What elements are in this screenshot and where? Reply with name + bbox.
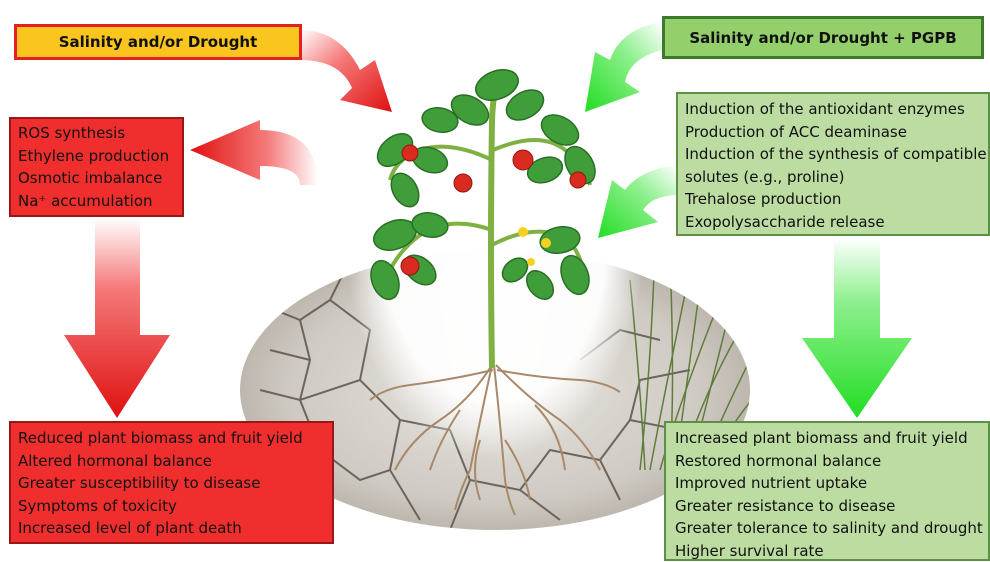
pgpb-mechanism-item: solutes (e.g., proline) — [685, 166, 981, 189]
pgpb-outcome-item: Higher survival rate — [675, 540, 979, 562]
pgpb-outcomes-box: Increased plant biomass and fruit yield … — [664, 421, 990, 561]
stress-effect-item: Osmotic imbalance — [18, 167, 175, 190]
stress-outcome-item: Increased level of plant death — [18, 517, 325, 540]
pgpb-arrow-to-plant — [585, 22, 662, 112]
pgpb-outcome-item: Increased plant biomass and fruit yield — [675, 427, 979, 450]
pgpb-mechanism-item: Induction of the synthesis of compatible — [685, 143, 981, 166]
pgpb-outcome-item: Greater tolerance to salinity and drough… — [675, 517, 979, 540]
stress-outcome-item: Altered hormonal balance — [18, 450, 325, 473]
stress-condition-header-text: Salinity and/or Drought — [59, 33, 258, 51]
pgpb-outcome-item: Restored hormonal balance — [675, 450, 979, 473]
stress-outcome-item: Symptoms of toxicity — [18, 495, 325, 518]
stress-effect-item: Ethylene production — [18, 145, 175, 168]
pgpb-mechanism-item: Trehalose production — [685, 188, 981, 211]
stress-outcome-item: Reduced plant biomass and fruit yield — [18, 427, 325, 450]
stress-arrow-to-plant — [300, 30, 392, 112]
pgpb-condition-header: Salinity and/or Drought + PGPB — [662, 16, 984, 59]
pgpb-mechanism-item: Exopolysaccharide release — [685, 211, 981, 234]
stress-condition-header: Salinity and/or Drought — [14, 24, 302, 60]
stress-outcomes-box: Reduced plant biomass and fruit yield Al… — [9, 421, 334, 544]
pgpb-arrow-to-outcomes — [802, 238, 912, 418]
stress-effects-box: ROS synthesis Ethylene production Osmoti… — [9, 117, 184, 217]
stress-outcome-item: Greater susceptibility to disease — [18, 472, 325, 495]
stress-effect-item: ROS synthesis — [18, 122, 175, 145]
stress-arrow-to-outcomes — [64, 218, 170, 418]
pgpb-mechanisms-box: Induction of the antioxidant enzymes Pro… — [676, 92, 990, 236]
stress-arrow-to-effects — [190, 120, 318, 185]
pgpb-mechanism-item: Production of ACC deaminase — [685, 121, 981, 144]
pgpb-outcome-item: Greater resistance to disease — [675, 495, 979, 518]
pgpb-outcome-item: Improved nutrient uptake — [675, 472, 979, 495]
stress-effect-item: Na⁺ accumulation — [18, 190, 175, 213]
pgpb-condition-header-text: Salinity and/or Drought + PGPB — [689, 29, 956, 47]
pgpb-mechanism-item: Induction of the antioxidant enzymes — [685, 98, 981, 121]
